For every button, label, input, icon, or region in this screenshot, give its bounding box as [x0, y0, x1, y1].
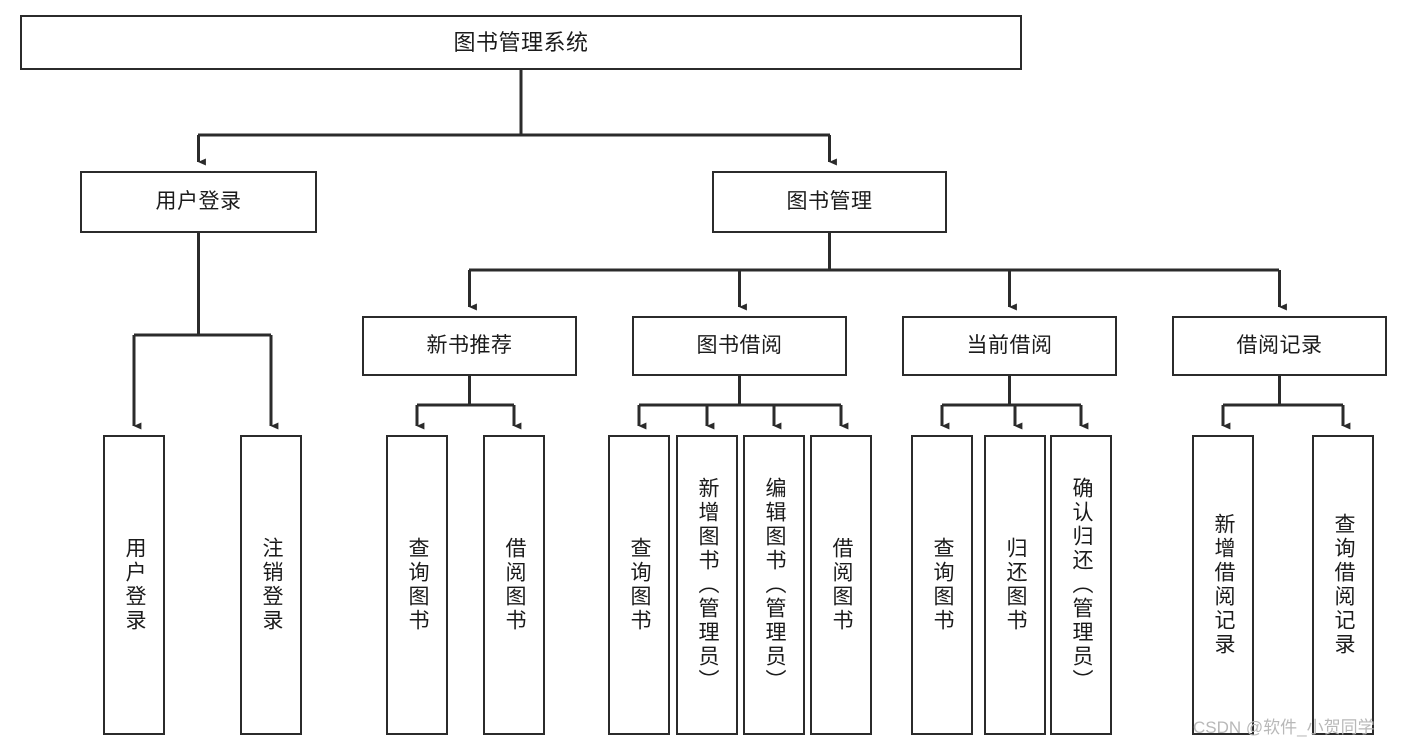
- node-leaf-11[interactable]: 确认归还（管理员）: [1050, 435, 1112, 735]
- node-leaf-4[interactable]: 借阅图书: [483, 435, 545, 735]
- node-label-leaf-8: 借阅图书: [830, 537, 854, 633]
- node-leaf-1[interactable]: 用户登录: [103, 435, 165, 735]
- node-label-leaf-5: 查询图书: [628, 537, 652, 633]
- node-leaf-13[interactable]: 查询借阅记录: [1312, 435, 1374, 735]
- node-leaf-10[interactable]: 归还图书: [984, 435, 1046, 735]
- node-label-leaf-10: 归还图书: [1004, 537, 1028, 633]
- node-leaf-8[interactable]: 借阅图书: [810, 435, 872, 735]
- node-leaf-2[interactable]: 注销登录: [240, 435, 302, 735]
- node-label-root: 图书管理系统: [453, 29, 589, 55]
- node-label-leaf-4: 借阅图书: [503, 537, 527, 633]
- node-label-leaf-11: 确认归还（管理员）: [1070, 477, 1094, 693]
- node-current[interactable]: 当前借阅: [902, 316, 1117, 376]
- node-label-leaf-3: 查询图书: [406, 537, 430, 633]
- node-label-leaf-2: 注销登录: [260, 537, 284, 633]
- node-label-leaf-1: 用户登录: [123, 537, 147, 633]
- node-label-borrow: 图书借阅: [696, 333, 783, 357]
- node-bookmgmt[interactable]: 图书管理: [712, 171, 947, 233]
- node-leaf-5[interactable]: 查询图书: [608, 435, 670, 735]
- node-leaf-12[interactable]: 新增借阅记录: [1192, 435, 1254, 735]
- node-label-bookmgmt: 图书管理: [786, 189, 873, 213]
- node-leaf-7[interactable]: 编辑图书（管理员）: [743, 435, 805, 735]
- node-label-records: 借阅记录: [1236, 333, 1323, 357]
- node-label-leaf-13: 查询借阅记录: [1332, 513, 1356, 657]
- node-label-leaf-12: 新增借阅记录: [1212, 513, 1236, 657]
- node-label-newbook: 新书推荐: [426, 333, 513, 357]
- node-leaf-9[interactable]: 查询图书: [911, 435, 973, 735]
- node-login[interactable]: 用户登录: [80, 171, 317, 233]
- node-leaf-3[interactable]: 查询图书: [386, 435, 448, 735]
- node-label-leaf-9: 查询图书: [931, 537, 955, 633]
- node-leaf-6[interactable]: 新增图书（管理员）: [676, 435, 738, 735]
- watermark-text: CSDN @软件_小贺同学: [1193, 718, 1375, 737]
- node-label-current: 当前借阅: [966, 333, 1053, 357]
- node-label-login: 用户登录: [155, 189, 242, 213]
- node-label-leaf-7: 编辑图书（管理员）: [763, 477, 787, 693]
- node-root[interactable]: 图书管理系统: [20, 15, 1022, 70]
- node-label-leaf-6: 新增图书（管理员）: [696, 477, 720, 693]
- node-records[interactable]: 借阅记录: [1172, 316, 1387, 376]
- node-newbook[interactable]: 新书推荐: [362, 316, 577, 376]
- node-borrow[interactable]: 图书借阅: [632, 316, 847, 376]
